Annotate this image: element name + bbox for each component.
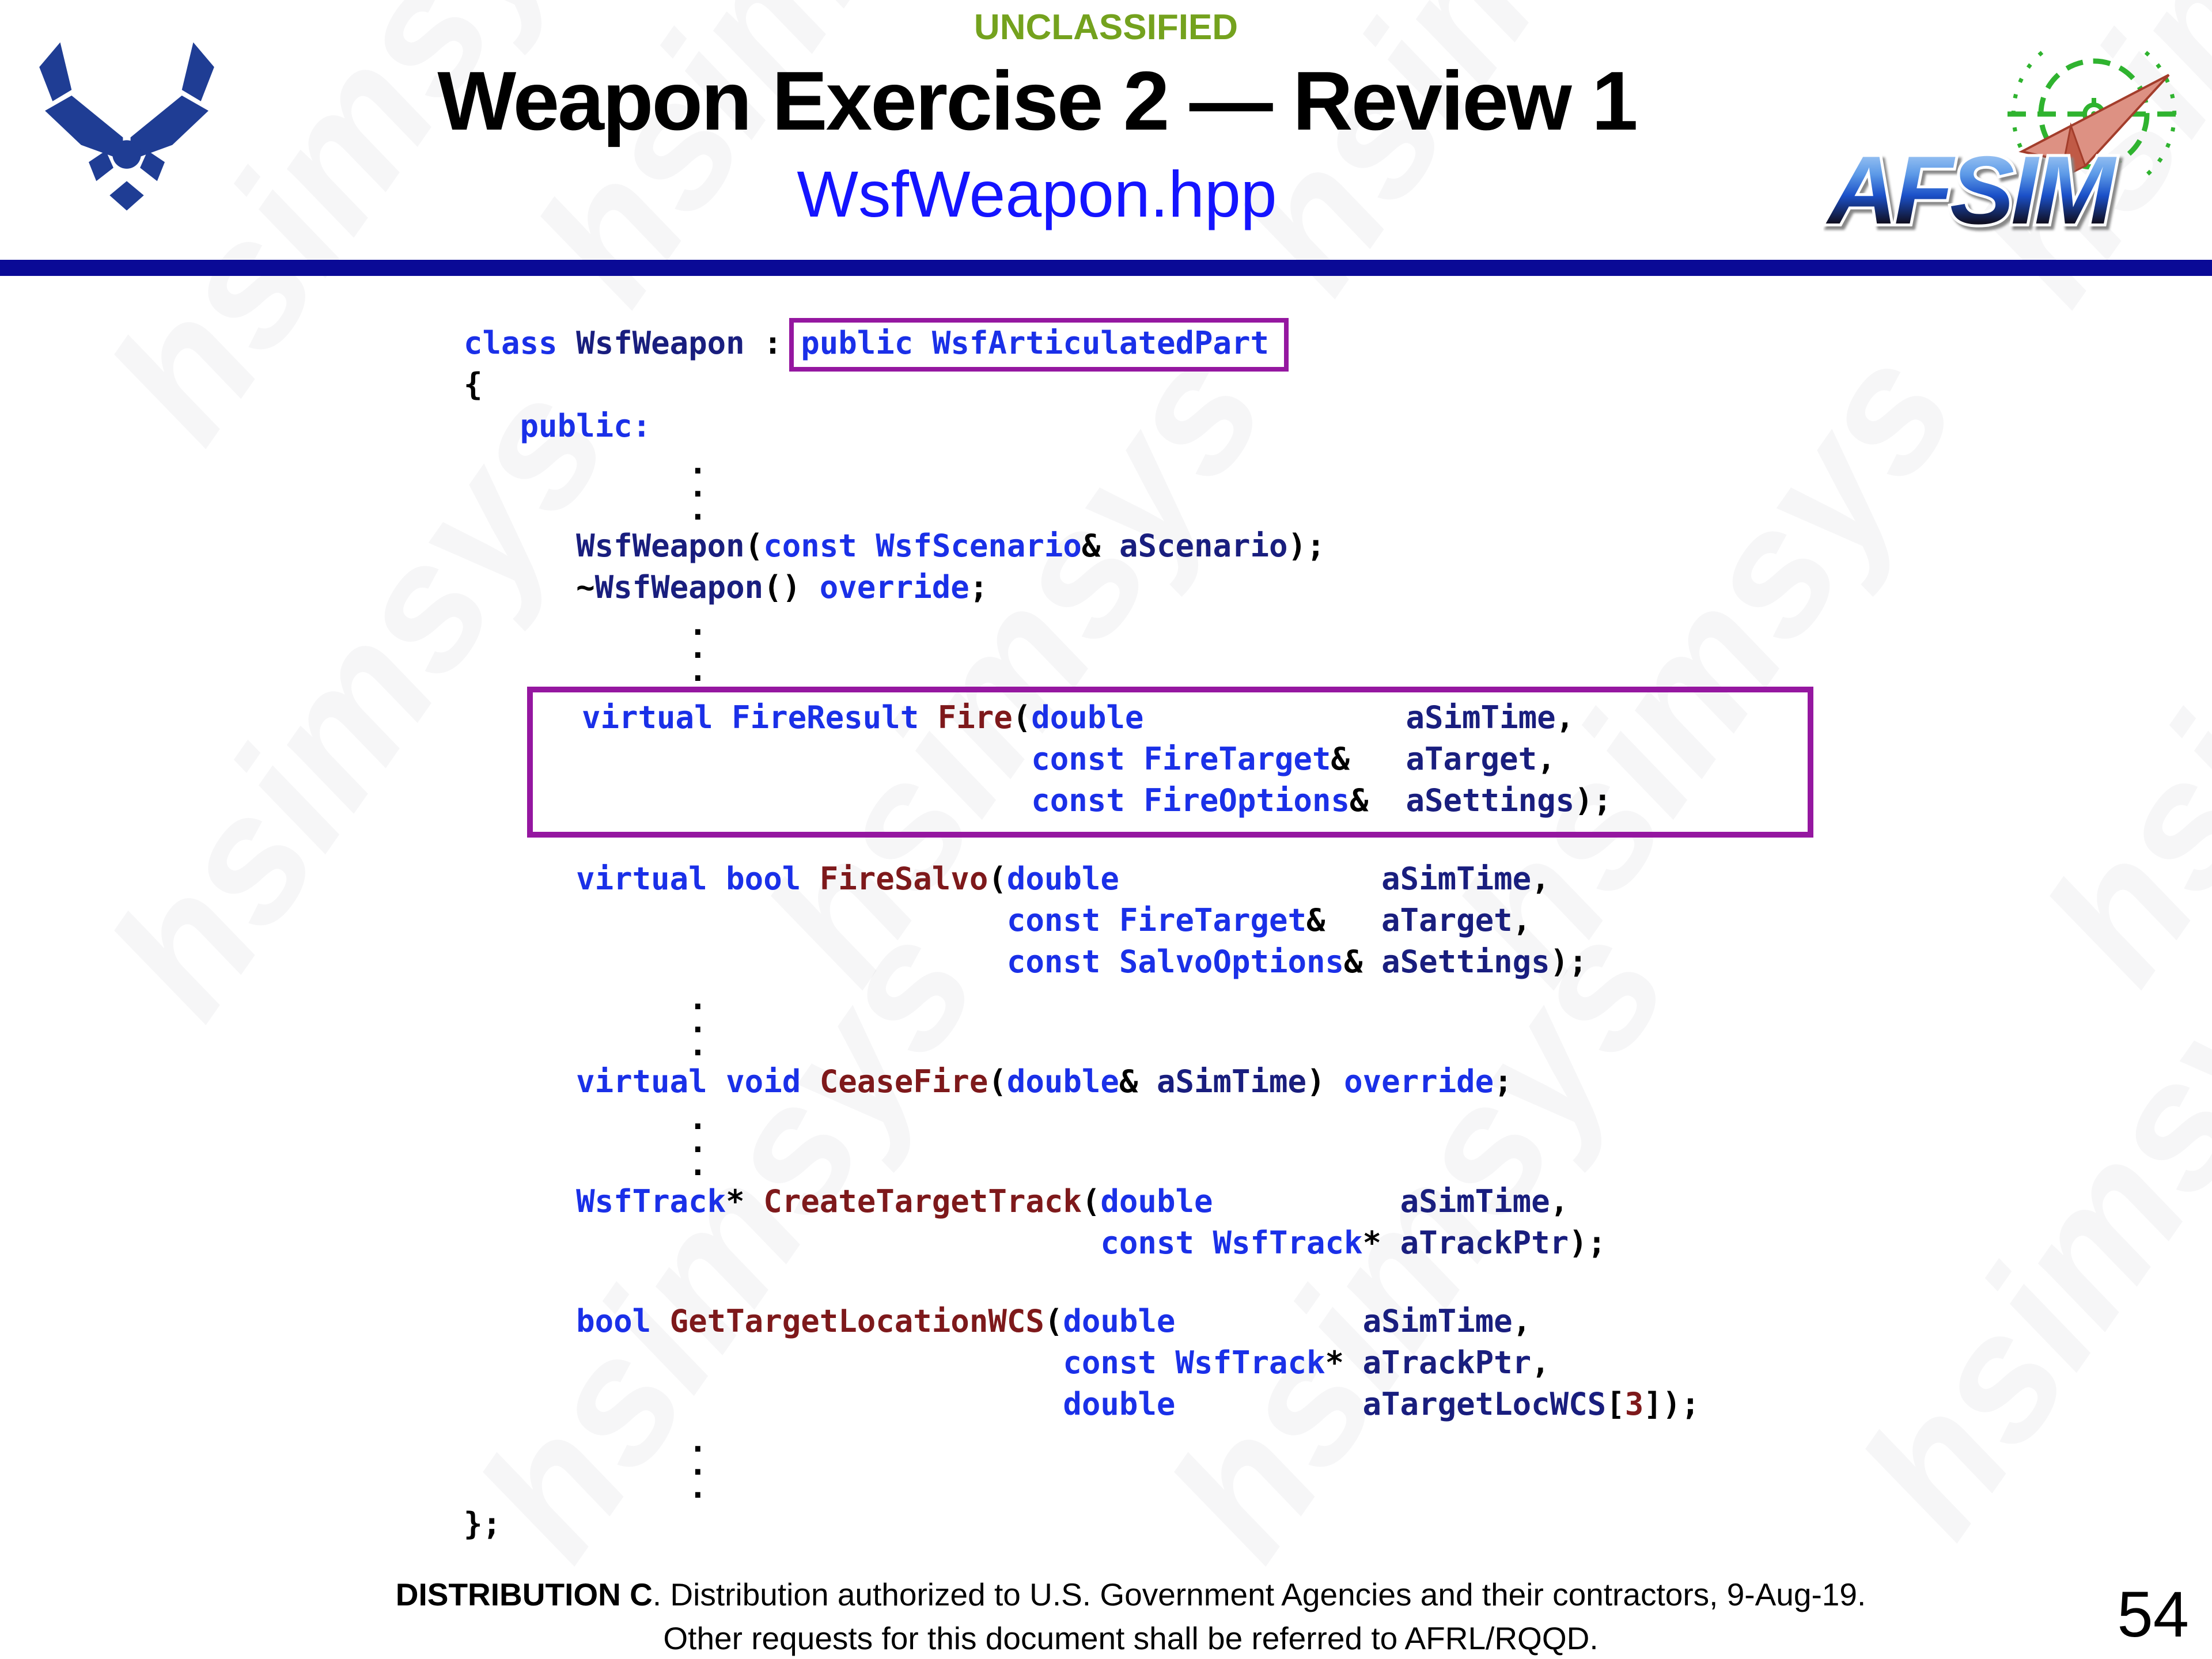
watermark-text: hsimsys: [1198, 0, 1777, 325]
footer-distribution-line1: DISTRIBUTION C. Distribution authorized …: [396, 1576, 1866, 1613]
page-number: 54: [2117, 1578, 2189, 1650]
code-line: const FireTarget& aTarget,: [1006, 902, 1532, 938]
usaf-wings-logo: [39, 42, 214, 211]
code-line: double aTargetLocWCS[3]);: [1063, 1386, 1700, 1422]
afsim-logo-text: AFSIM: [1825, 136, 2117, 244]
inheritance-highlight-box: public WsfArticulatedPart: [789, 318, 1289, 372]
afsim-plane-icon: [2018, 74, 2170, 180]
vertical-ellipsis: ...: [688, 445, 707, 527]
code-line: virtual void CeaseFire(double& aSimTime)…: [576, 1063, 1513, 1100]
distribution-text: . Distribution authorized to U.S. Govern…: [652, 1577, 1866, 1612]
vertical-ellipsis: ...: [688, 980, 707, 1063]
watermark-text: hsimsys: [1823, 868, 2212, 1568]
blank-line: [464, 1264, 1813, 1301]
code-line: const WsfTrack* aTrackPtr,: [1063, 1344, 1550, 1381]
code-block: class WsfWeapon : public WsfArticulatedP…: [464, 318, 1814, 1545]
code-line: WsfWeapon(const WsfScenario& aScenario);: [576, 528, 1325, 564]
code-line: ~WsfWeapon() override;: [464, 569, 988, 605]
watermark-text: hsimsys: [2007, 315, 2212, 1015]
fire-method-highlight-box: virtual FireResult Fire(double aSimTime,…: [527, 687, 1814, 838]
afsim-logo: AFSIM: [1823, 51, 2183, 247]
vertical-ellipsis: ...: [688, 1423, 707, 1505]
code-line: const FireOptions& aSettings);: [1031, 782, 1612, 819]
vertical-ellipsis: ...: [688, 606, 707, 688]
distribution-label: DISTRIBUTION C: [395, 1577, 653, 1612]
code-line: const FireTarget& aTarget,: [1031, 741, 1556, 777]
vertical-ellipsis: ...: [688, 1100, 707, 1183]
page-title: Weapon Exercise 2 — Review 1: [437, 54, 1638, 147]
code-line: };: [464, 1506, 502, 1542]
code-line: class WsfWeapon : public WsfArticulatedP…: [464, 318, 1813, 372]
code-line: const WsfTrack* aTrackPtr);: [1100, 1225, 1607, 1261]
footer-distribution-line2: Other requests for this document shall b…: [663, 1620, 1599, 1656]
code-line: public:: [520, 408, 652, 444]
code-line: const SalvoOptions& aSettings);: [1006, 944, 1588, 980]
code-line: bool GetTargetLocationWCS(double aSimTim…: [576, 1303, 1532, 1339]
code-line: virtual bool FireSalvo(double aSimTime,: [576, 861, 1550, 897]
classification-banner: UNCLASSIFIED: [974, 7, 1238, 47]
code-line: virtual FireResult Fire(double aSimTime,: [582, 699, 1575, 736]
header-divider-bar: [0, 260, 2212, 276]
page-subtitle: WsfWeapon.hpp: [797, 158, 1277, 230]
code-line: WsfTrack* CreateTargetTrack(double aSimT…: [576, 1183, 1569, 1219]
code-line: {: [464, 366, 483, 403]
